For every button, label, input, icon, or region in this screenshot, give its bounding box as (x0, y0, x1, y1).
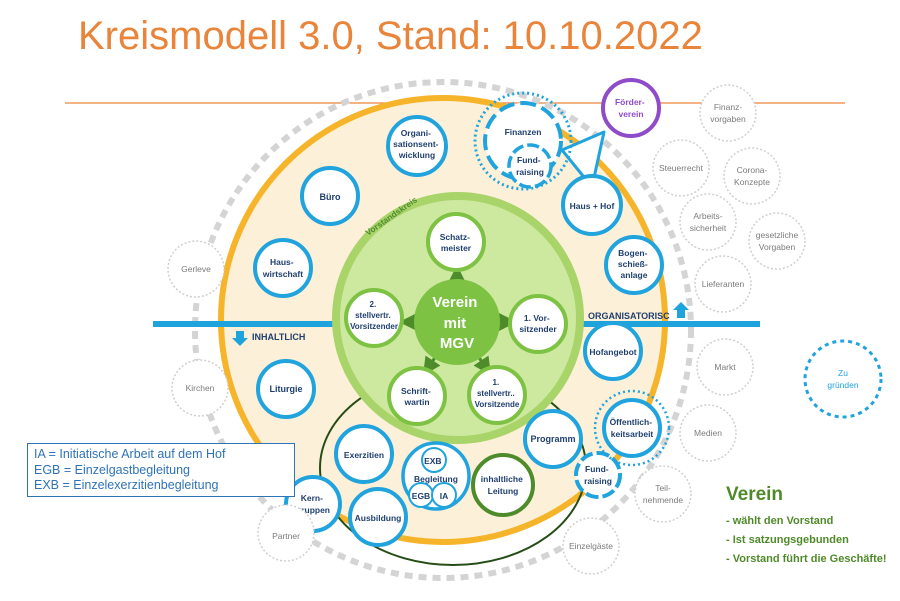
node-ausbildung[interactable]: Ausbildung (348, 487, 408, 547)
svg-text:Öffentlich- keitsarbeit: Öffentlich- keitsarbeit (610, 417, 655, 439)
svg-text:Teil-nehmende: Teil-nehmende (643, 483, 683, 505)
ext-arbeitssicherheit[interactable]: Arbeits-sicherheit (679, 193, 737, 251)
svg-text:EXB Begleitung: EXB Begleitung (414, 456, 458, 484)
node-hauswirtschaft[interactable]: Haus- wirtschaft (253, 238, 313, 298)
node-organisationsentwicklung[interactable]: Organi- sationsent- wicklung (386, 115, 448, 177)
node-fundraising-bottom[interactable]: Fund- raising (574, 451, 622, 499)
node-stellv-vorsitzender-2[interactable]: 2. stellvertr. Vorsitzender (344, 288, 404, 348)
foerderverein-connector (560, 130, 606, 189)
verein-info-title: Verein (726, 484, 784, 505)
legend-line-exb: EXB = Einzelexerzitienbegleitung (34, 478, 219, 492)
svg-text:Liturgie: Liturgie (270, 384, 303, 394)
center-line-2: mit (444, 315, 467, 332)
node-stellv-vorsitzende-1[interactable]: 1. stellvertr.. Vorsitzende (467, 365, 527, 425)
center-line-3: MGV (440, 335, 474, 352)
svg-text:inhaltliche Leitung: inhaltliche Leitung (481, 474, 525, 496)
node-foerderverein[interactable]: Förder- verein (601, 78, 661, 138)
verein-info-panel: Verein - wählt den Vorstand - Ist satzun… (726, 484, 887, 569)
svg-text:Haus + Hof: Haus + Hof (570, 201, 615, 211)
begleitung-label: Begleitung (414, 474, 458, 484)
node-liturgie[interactable]: Liturgie (256, 359, 316, 419)
svg-text:Förder- verein: Förder- verein (615, 97, 647, 119)
center-line-1: Verein (432, 294, 477, 311)
ext-medien[interactable]: Medien (679, 404, 737, 462)
axis-right-label-group: ORGANISATORISC (588, 302, 689, 321)
ext-corona-konzepte[interactable]: Corona-Konzepte (723, 147, 781, 205)
svg-text:Bogen- schieß- anl: Bogen- schieß- anlage (618, 248, 650, 280)
node-bogenschiessanlage[interactable]: Bogen- schieß- anlage (604, 235, 664, 295)
ext-partner[interactable]: Partner (257, 504, 315, 562)
svg-text:1. stellvertr.. Vo: 1. stellvertr.. Vorsitzende (475, 378, 520, 409)
legend-line-ia: IA = Initiatische Arbeit auf dem Hof (34, 447, 226, 461)
svg-text:Medien: Medien (694, 428, 722, 438)
legend-line-egb: EGB = Einzelgastbegleitung (34, 462, 191, 477)
svg-text:Partner: Partner (272, 531, 300, 541)
svg-text:EGB: EGB (412, 491, 430, 501)
ext-gerleve[interactable]: Gerleve (167, 240, 225, 298)
svg-text:Programm: Programm (530, 434, 575, 444)
ext-einzelgaeste[interactable]: Einzelgäste (562, 517, 620, 575)
abbreviation-legend: IA = Initiatische Arbeit auf dem Hof EGB… (27, 443, 295, 497)
svg-text:Finanz-vorgaben: Finanz-vorgaben (710, 102, 746, 124)
svg-text:Schrift- wartin: Schrift- wartin (401, 386, 433, 407)
svg-text:1. Vor- sitzender: 1. Vor- sitzender (519, 313, 557, 334)
center-node[interactable]: Verein mit MGV (414, 279, 500, 365)
outer-dashed-ring (192, 79, 694, 581)
node-vorsitzender-1[interactable]: 1. Vor- sitzender (508, 294, 568, 354)
ext-lieferanten[interactable]: Lieferanten (694, 255, 752, 313)
svg-text:Hofangebot: Hofangebot (589, 347, 636, 357)
svg-text:Kirchen: Kirchen (186, 383, 215, 393)
ext-finanzvorgaben[interactable]: Finanz-vorgaben (699, 84, 757, 142)
node-haus-hof[interactable]: Haus + Hof (561, 174, 623, 236)
ext-markt[interactable]: Markt (696, 338, 754, 396)
node-ia[interactable]: IA (431, 482, 457, 508)
node-oeffentlichkeitsarbeit[interactable]: Öffentlich- keitsarbeit (593, 389, 671, 467)
node-hofangebot[interactable]: Hofangebot (583, 321, 643, 381)
svg-text:Haus- wirtschaft: Haus- wirtschaft (262, 257, 303, 279)
node-programm[interactable]: Programm (523, 409, 583, 469)
svg-text:Exerzitien: Exerzitien (344, 450, 384, 460)
svg-text:Ausbildung: Ausbildung (355, 513, 402, 523)
ext-steuerrecht[interactable]: Steuerrecht (652, 139, 710, 197)
axis-right-label: ORGANISATORISC (588, 311, 670, 321)
svg-text:2. stellvertr. Vor: 2. stellvertr. Vorsitzender (350, 300, 398, 331)
svg-text:Gerleve: Gerleve (181, 264, 211, 274)
finanzen-label: Finanzen (505, 127, 542, 137)
svg-text:IA: IA (440, 491, 449, 501)
axis-left-label: INHALTLICH (252, 332, 305, 342)
node-exerzitien[interactable]: Exerzitien (334, 424, 394, 484)
svg-text:Fund- raising: Fund- raising (584, 464, 612, 486)
svg-text:Büro: Büro (320, 192, 341, 202)
ext-kirchen[interactable]: Kirchen (171, 359, 229, 417)
node-fundraising-top[interactable]: Fund- raising (507, 143, 553, 189)
svg-text:Arbeits-sicherheit: Arbeits-sicherheit (690, 211, 727, 233)
page-title: Kreismodell 3.0, Stand: 10.10.2022 (78, 14, 703, 58)
ext-teilnehmende[interactable]: Teil-nehmende (634, 465, 692, 523)
svg-text:Organi- sationsent-: Organi- sationsent- wicklung (393, 128, 441, 160)
svg-text:Einzelgäste: Einzelgäste (569, 541, 613, 551)
axis-left-label-group: INHALTLICH (232, 331, 305, 346)
node-schatzmeister[interactable]: Schatz- meister (426, 212, 486, 272)
svg-text:Verein mit MGV: Verein mit MGV (432, 294, 481, 352)
node-egb[interactable]: EGB (408, 482, 434, 508)
verein-info-line-1: - wählt den Vorstand (726, 515, 834, 527)
svg-text:Lieferanten: Lieferanten (702, 279, 745, 289)
node-schriftwartin[interactable]: Schrift- wartin (387, 366, 447, 426)
svg-text:Schatz- meister: Schatz- meister (440, 232, 473, 253)
exb-label: EXB (424, 456, 441, 466)
verein-info-line-2: - Ist satzungsgebunden (726, 534, 849, 546)
svg-text:Markt: Markt (714, 362, 736, 372)
verein-info-line-3: - Vorstand führt die Geschäfte! (726, 553, 887, 565)
svg-text:Kern- gruppen: Kern- gruppen (296, 493, 330, 515)
svg-text:Steuerrecht: Steuerrecht (659, 163, 704, 173)
node-inhaltliche-leitung[interactable]: inhaltliche Leitung (471, 453, 535, 517)
svg-text:Corona-Konzepte: Corona-Konzepte (734, 165, 770, 187)
node-buero[interactable]: Büro (300, 166, 360, 226)
svg-text:Fund- raising: Fund- raising (516, 155, 544, 177)
